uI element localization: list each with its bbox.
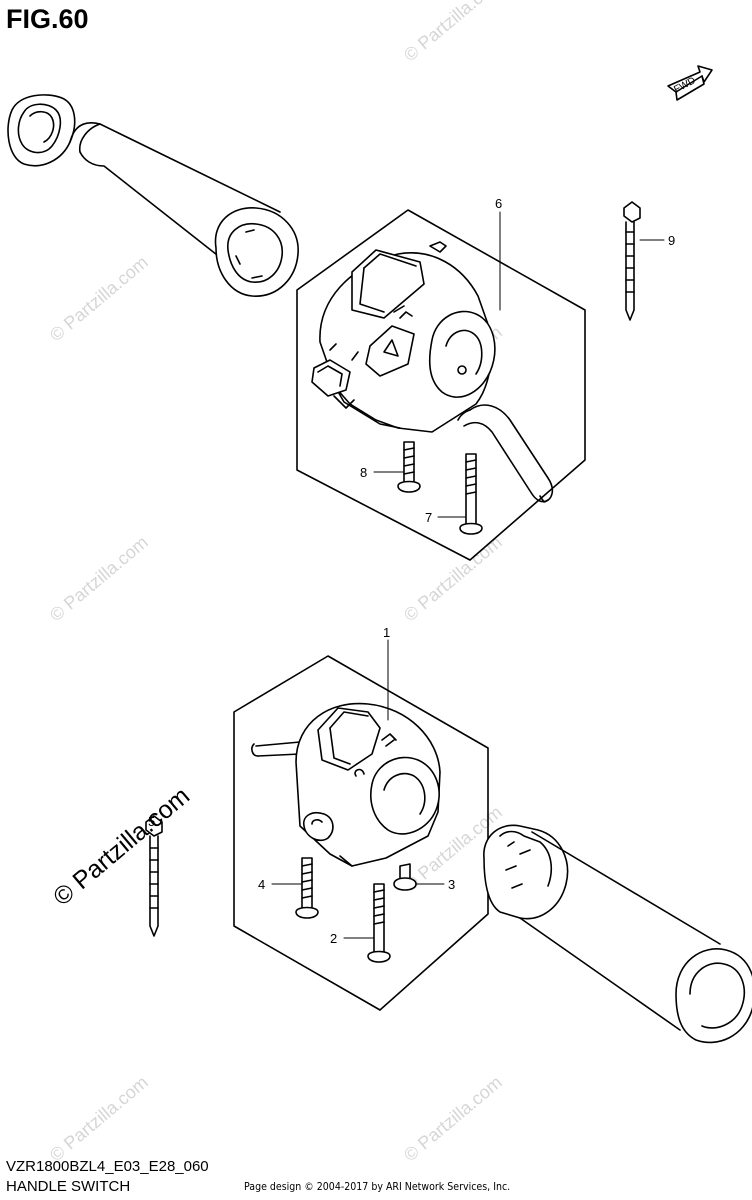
callout-4: 4 bbox=[258, 877, 265, 892]
section-name: HANDLE SWITCH bbox=[6, 1178, 131, 1195]
cable-tie-5 bbox=[145, 815, 163, 937]
callout-3: 3 bbox=[448, 877, 455, 892]
callout-9: 9 bbox=[668, 233, 675, 248]
left-handle-switch bbox=[251, 702, 441, 867]
callout-1: 1 bbox=[383, 625, 390, 640]
callout-8: 8 bbox=[360, 465, 367, 480]
callout-6: 6 bbox=[495, 196, 502, 211]
assembly-box-bottom bbox=[233, 655, 489, 1011]
screw-2 bbox=[367, 883, 391, 963]
left-grip bbox=[7, 94, 299, 297]
fwd-arrow-icon: FWD bbox=[667, 65, 713, 101]
right-handle-switch bbox=[311, 241, 554, 503]
screw-4 bbox=[295, 857, 319, 919]
copyright-notice: Page design © 2004-2017 by ARI Network S… bbox=[244, 1180, 511, 1193]
callouts: 6 9 8 7 1 4 3 2 5 bbox=[148, 196, 675, 946]
model-code: VZR1800BZL4_E03_E28_060 bbox=[6, 1158, 209, 1175]
callout-7: 7 bbox=[425, 510, 432, 525]
screw-7 bbox=[459, 453, 483, 535]
assembly-box-top bbox=[296, 209, 586, 561]
screw-3 bbox=[393, 863, 417, 891]
callout-5: 5 bbox=[148, 814, 155, 829]
figure-title: FIG.60 bbox=[6, 4, 89, 34]
screw-8 bbox=[397, 441, 421, 493]
throttle-grip bbox=[483, 824, 752, 1044]
cable-tie-9 bbox=[623, 201, 641, 321]
fwd-label: FWD bbox=[672, 75, 697, 95]
callout-2: 2 bbox=[330, 931, 337, 946]
